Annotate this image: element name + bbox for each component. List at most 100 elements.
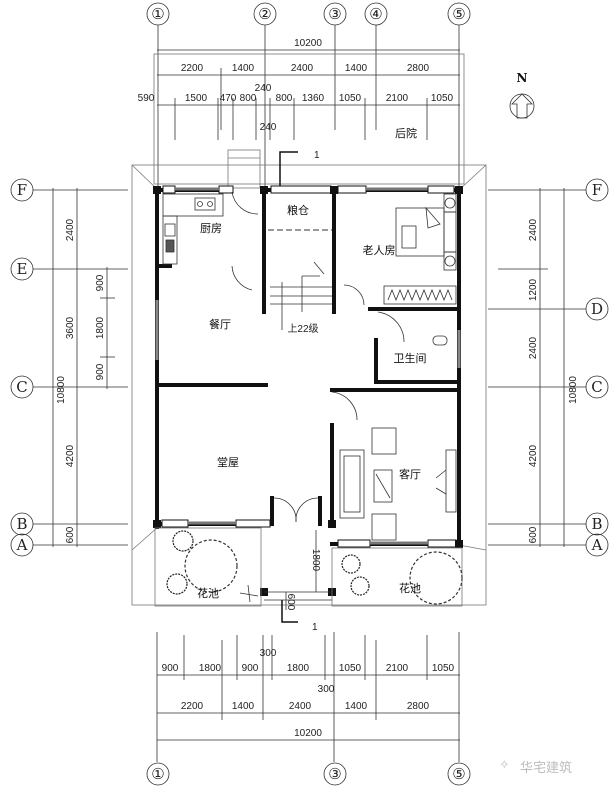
dim-text: 800 — [276, 93, 293, 104]
svg-text:2400: 2400 — [528, 218, 539, 241]
dim-text: 240 — [260, 122, 277, 133]
bottom-dimensions: 900 1800 900 300 1800 1050 2100 1050 300… — [146, 632, 471, 786]
windows — [155, 185, 461, 548]
garden-right — [331, 547, 463, 607]
doors — [231, 191, 405, 523]
svg-text:⑤: ⑤ — [452, 765, 465, 783]
svg-text:D: D — [591, 300, 603, 318]
room-label-granary: 粮仓 — [287, 203, 309, 217]
room-label-garden-left: 花池 — [197, 587, 219, 600]
svg-text:1400: 1400 — [232, 701, 255, 712]
axis-label: ③ — [328, 5, 341, 23]
svg-text:600: 600 — [65, 526, 76, 543]
svg-text:10800: 10800 — [56, 376, 67, 404]
dim-text: 590 — [138, 93, 155, 104]
svg-text:B: B — [16, 515, 27, 533]
svg-text:1050: 1050 — [339, 663, 362, 674]
axis-label: ⑤ — [452, 5, 465, 23]
svg-text:2400: 2400 — [289, 701, 312, 712]
wardrobe — [383, 285, 457, 305]
svg-text:2400: 2400 — [528, 336, 539, 359]
dim-text: 10200 — [294, 38, 322, 49]
stair-label: 上22级 — [287, 323, 318, 335]
svg-text:③: ③ — [328, 765, 341, 783]
svg-text:A: A — [591, 536, 603, 554]
svg-text:F: F — [592, 181, 602, 199]
svg-text:3600: 3600 — [65, 316, 76, 339]
axis-label: ② — [258, 5, 271, 23]
svg-text:600: 600 — [285, 594, 296, 611]
right-axis: F D C B A 2400 1200 2400 4200 600 10800 — [488, 178, 609, 557]
svg-text:2800: 2800 — [407, 701, 430, 712]
room-label-dining: 餐厅 — [209, 317, 231, 331]
dim-text: 1050 — [431, 93, 454, 104]
svg-text:10800: 10800 — [568, 376, 579, 404]
dim-text: 2800 — [407, 63, 430, 74]
svg-text:2200: 2200 — [181, 701, 204, 712]
svg-text:2400: 2400 — [65, 218, 76, 241]
porch-dimensions — [264, 530, 332, 610]
north-arrow-icon: N — [509, 71, 535, 119]
svg-text:900: 900 — [95, 274, 106, 291]
dim-text: 1500 — [185, 93, 208, 104]
dim-text: 240 — [255, 83, 272, 94]
garden-left — [154, 527, 262, 607]
dim-text: 470 — [220, 93, 237, 104]
section-mark-bottom: 1 — [312, 622, 318, 633]
svg-text:E: E — [17, 260, 28, 278]
svg-text:1800: 1800 — [95, 316, 106, 339]
living-furniture — [339, 427, 457, 541]
svg-text:1050: 1050 — [432, 663, 455, 674]
room-label-living: 客厅 — [399, 467, 421, 481]
watermark: 华宅建筑 — [520, 761, 573, 776]
dim-text: 1400 — [232, 63, 255, 74]
svg-text:1800: 1800 — [199, 663, 222, 674]
dim-text: 800 — [240, 93, 257, 104]
left-axis: F E C B A 2400 3600 4200 600 900 1800 90… — [10, 178, 128, 557]
svg-text:10200: 10200 — [294, 728, 322, 739]
svg-text:600: 600 — [528, 526, 539, 543]
svg-text:C: C — [16, 378, 27, 396]
svg-text:F: F — [17, 181, 27, 199]
svg-text:4200: 4200 — [65, 444, 76, 467]
toilet-icon — [432, 335, 448, 346]
svg-text:①: ① — [151, 765, 164, 783]
svg-text:1800: 1800 — [287, 663, 310, 674]
roof-outline — [131, 164, 487, 606]
dim-text: 2100 — [386, 93, 409, 104]
svg-text:900: 900 — [95, 363, 106, 380]
svg-text:B: B — [591, 515, 602, 533]
room-label-kitchen: 厨房 — [200, 222, 222, 235]
svg-text:900: 900 — [242, 663, 259, 674]
bed — [395, 193, 457, 271]
axis-label: ④ — [369, 5, 382, 23]
room-label-backyard: 后院 — [395, 126, 417, 140]
svg-text:A: A — [16, 536, 28, 554]
dim-text: 2200 — [181, 63, 204, 74]
dim-text: 1050 — [339, 93, 362, 104]
svg-text:300: 300 — [260, 648, 277, 659]
room-label-bathroom: 卫生间 — [394, 351, 427, 365]
svg-text:300: 300 — [318, 684, 335, 695]
svg-text:C: C — [591, 378, 602, 396]
svg-text:1400: 1400 — [345, 701, 368, 712]
room-label-garden-right: 花池 — [399, 582, 421, 595]
dim-text: 1360 — [302, 93, 325, 104]
svg-text:1200: 1200 — [528, 278, 539, 301]
watermark-logo-icon: ⟡ — [500, 757, 509, 772]
dim-text: 2400 — [291, 63, 314, 74]
axis-bubbles-top: ① ② ③ ④ ⑤ — [146, 2, 471, 190]
svg-text:1800: 1800 — [310, 549, 321, 572]
top-dimensions: 10200 2200 1400 2400 1400 2800 590 1500 … — [138, 38, 465, 185]
svg-text:N: N — [517, 71, 528, 85]
room-label-elder-room: 老人房 — [363, 244, 396, 257]
svg-text:900: 900 — [162, 663, 179, 674]
svg-text:4200: 4200 — [528, 444, 539, 467]
staircase — [270, 261, 332, 330]
walls — [155, 188, 461, 547]
dim-text: 1400 — [345, 63, 368, 74]
section-mark-top: 1 — [314, 150, 320, 161]
axis-label: ① — [151, 5, 164, 23]
svg-text:2100: 2100 — [386, 663, 409, 674]
